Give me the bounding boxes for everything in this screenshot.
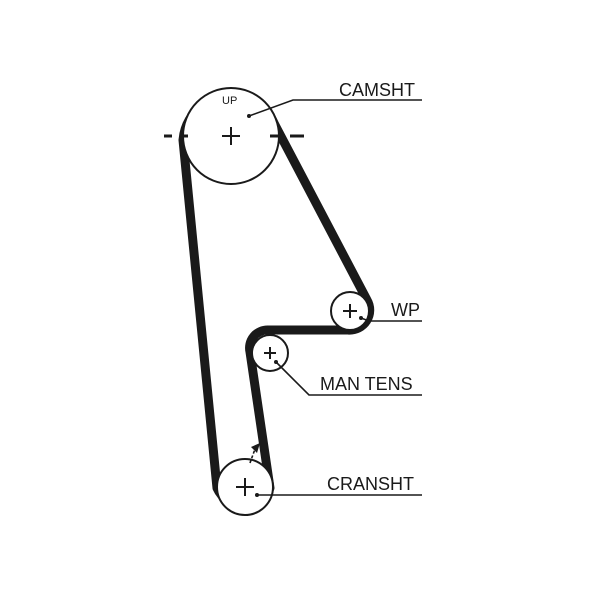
triangle-arrow-icon [249,443,260,464]
water-pump-leader [359,316,422,322]
camshaft-leader [247,99,422,118]
crankshaft-pulley [216,458,274,516]
water-pump-label: WP [391,300,420,320]
up-mark-label: UP [222,95,237,107]
crankshaft-leader [255,493,422,497]
tensioner-label: MAN TENS [320,374,413,394]
tensioner-leader [274,360,422,396]
camshaft-label: CAMSHT [339,80,415,100]
tensioner-pulley [251,334,289,372]
camshaft-pulley [182,87,280,185]
crankshaft-label: CRANSHT [327,474,414,494]
water-pump-pulley [330,291,370,331]
